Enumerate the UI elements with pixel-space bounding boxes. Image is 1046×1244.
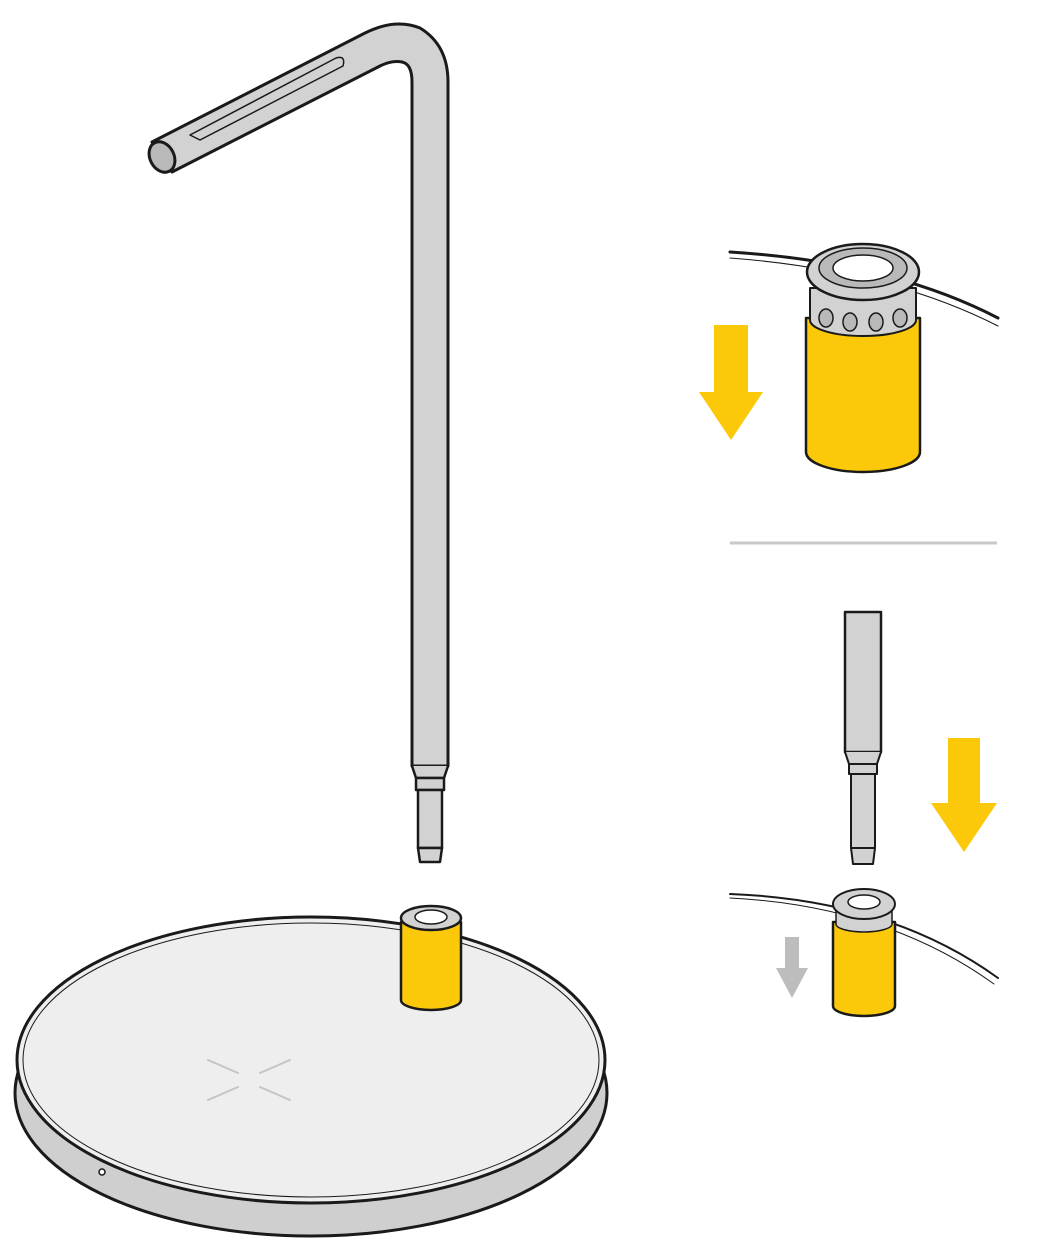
stand-neck <box>410 764 450 780</box>
arrow-down-small-icon <box>776 937 808 998</box>
base-top-inner-line <box>22 922 600 1198</box>
stand-arm-end <box>147 140 177 174</box>
detail1-socket-cap-hole <box>832 254 894 282</box>
stand-pin <box>416 788 444 850</box>
detail-socket-press <box>699 242 1000 474</box>
stand-plug <box>414 776 446 792</box>
detail2-socket-cap-hole <box>847 894 881 910</box>
socket-connector-icon <box>399 904 463 1012</box>
stand-arm <box>150 22 450 768</box>
detail2-rod-plug <box>848 763 878 775</box>
wireless-charging-mark-icon <box>207 1059 291 1101</box>
socket-body <box>399 920 463 1012</box>
base-top <box>15 915 607 1205</box>
stand-pin-tip <box>416 846 444 864</box>
base-indicator-dot <box>98 1168 106 1176</box>
detail2-rod <box>843 610 883 754</box>
headphone-stand-icon <box>147 22 450 864</box>
socket-cap-hole <box>414 909 448 925</box>
stand-arm-groove <box>189 56 345 141</box>
detail2-rod-tip <box>850 847 876 865</box>
detail1-socket-sleeve <box>804 316 922 474</box>
detail1-socket-collar <box>809 287 917 337</box>
detail2-socket-sleeve <box>831 920 897 1018</box>
detail2-rod-pin <box>850 773 876 849</box>
detail2-rod-neck <box>844 751 882 765</box>
arrow-down-icon <box>931 738 997 852</box>
round-base-icon <box>13 915 609 1238</box>
detail1-collar-bumps <box>818 308 908 332</box>
main-assembly <box>13 22 609 1238</box>
arrow-down-icon <box>699 325 763 440</box>
detail-rod-insert <box>729 610 999 1018</box>
